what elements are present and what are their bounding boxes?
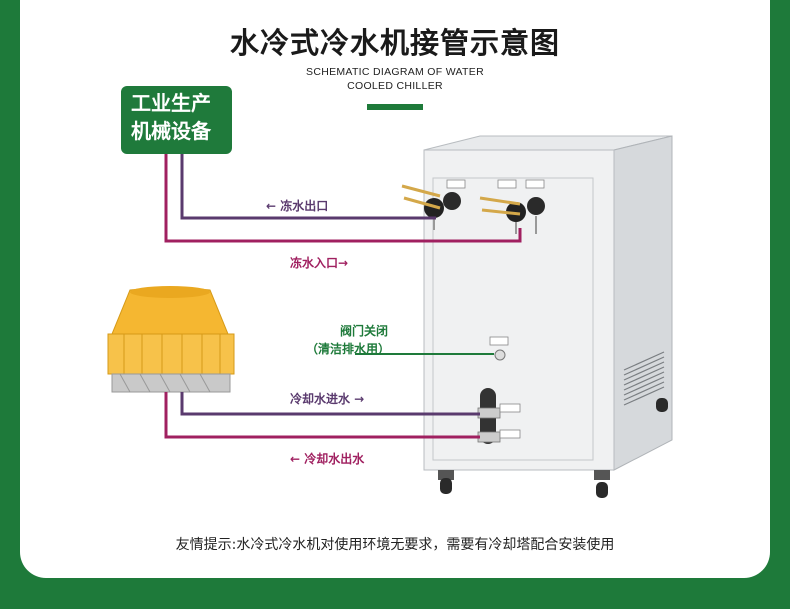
- chiller-unit: [401, 135, 673, 498]
- cooling-in-port: [477, 407, 501, 419]
- valve-label-line-2: （清洁排水用）: [306, 342, 391, 356]
- drain-valve: [494, 349, 506, 361]
- chilled-in-label: 冻水入口→: [290, 256, 349, 270]
- equipment-box: 工业生产 机械设备: [121, 86, 232, 154]
- cooling-in-pipe: [180, 392, 480, 416]
- drain-tag: [489, 336, 509, 346]
- top-connectors: [401, 179, 545, 234]
- subtitle-line-2: COOLED CHILLER: [347, 80, 443, 92]
- chiller-panel: [432, 177, 594, 461]
- equipment-label-line-1: 工业生产: [131, 91, 211, 115]
- cooling-tower: [107, 286, 235, 393]
- valve-label-line-1: 阀门关闭: [340, 324, 389, 338]
- equipment-label-line-2: 机械设备: [131, 119, 211, 143]
- side-vent: [623, 351, 665, 406]
- footer-tip: 友情提示:水冷式冷水机对使用环境无要求，需要有冷却塔配合安装使用: [175, 537, 615, 553]
- cooling-out-pipe: [164, 392, 480, 439]
- page-title: 水冷式冷水机接管示意图: [229, 26, 560, 60]
- title-underline: [367, 104, 423, 110]
- chilled-out-label: ← 冻水出口: [266, 199, 329, 213]
- cooling-out-label: ← 冷却水出水: [290, 452, 365, 466]
- chilled-in-pipe: [164, 150, 522, 243]
- cooling-in-label: 冷却水进水 →: [290, 392, 365, 406]
- chiller-side: [613, 135, 673, 471]
- cooling-out-port: [477, 431, 501, 443]
- casters: [438, 398, 668, 498]
- subtitle-line-1: SCHEMATIC DIAGRAM OF WATER: [306, 66, 484, 78]
- chilled-out-pipe: [180, 150, 436, 220]
